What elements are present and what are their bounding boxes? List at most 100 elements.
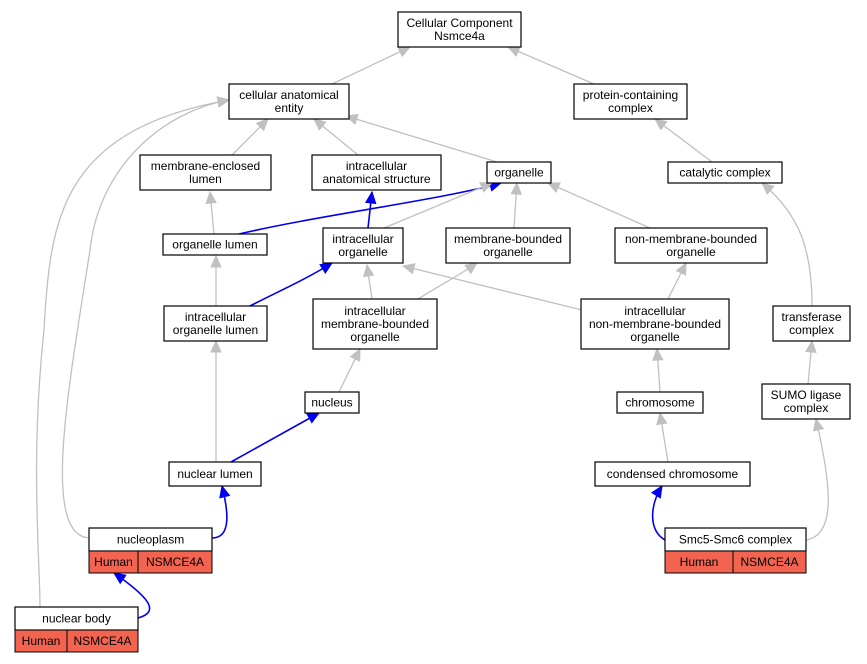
- term-label: organelle: [338, 245, 388, 259]
- edge-arrowhead: [650, 484, 663, 499]
- edge-arrowhead: [349, 347, 361, 362]
- term-label: organelle: [350, 330, 400, 344]
- edge-part-of: [249, 262, 334, 307]
- term-node-catalytic-complex[interactable]: catalytic complex: [667, 161, 783, 184]
- term-box: [580, 298, 730, 350]
- edge-arrowhead: [216, 96, 231, 108]
- term-box: [594, 461, 751, 487]
- edge-arrowhead: [675, 261, 687, 276]
- gene-label: NSMCE4A: [146, 555, 204, 569]
- edge-arrowhead: [656, 411, 668, 426]
- edge-is-a: [205, 190, 217, 235]
- term-box: [168, 461, 262, 487]
- edge-arrowhead: [401, 263, 416, 275]
- edge-arrowhead: [546, 182, 561, 193]
- edge-part-of: [230, 412, 321, 463]
- term-label: cellular anatomical: [239, 88, 338, 102]
- term-node-intracellular-non-membrane-bounded-organelle[interactable]: intracellularnon-membrane-boundedorganel…: [580, 298, 730, 350]
- edge-is-a: [546, 182, 651, 229]
- term-node-chromosome[interactable]: chromosome: [616, 391, 704, 414]
- term-node-organelle-lumen[interactable]: organelle lumen: [162, 233, 268, 256]
- edge-part-of: [211, 484, 231, 539]
- term-label: organelle: [494, 166, 544, 180]
- edge-arrowhead: [479, 182, 494, 193]
- term-box: [486, 161, 552, 184]
- edge-arrowhead: [362, 263, 375, 278]
- edge-line: [402, 265, 583, 311]
- term-label: lumen: [189, 172, 222, 186]
- edge-arrowhead: [113, 572, 127, 585]
- edge-arrowhead: [306, 412, 321, 424]
- edge-is-a: [35, 96, 231, 608]
- term-label: membrane-bounded: [454, 232, 562, 246]
- term-box: [228, 83, 350, 120]
- edge-is-a: [210, 254, 222, 306]
- term-label: nuclear body: [42, 612, 111, 626]
- edge-arrowhead: [812, 417, 825, 432]
- term-box: [163, 305, 268, 342]
- edge-is-a: [805, 339, 817, 385]
- species-label: Human: [94, 555, 133, 569]
- edge-line: [383, 182, 493, 229]
- species-label: Human: [680, 555, 719, 569]
- gene-label: NSMCE4A: [73, 634, 131, 648]
- edge-is-a: [510, 181, 522, 229]
- term-label: Cellular Component: [406, 16, 513, 30]
- edge-arrowhead: [510, 181, 522, 195]
- edge-arrowhead: [761, 182, 775, 195]
- species-label: Human: [22, 634, 61, 648]
- term-node-nucleus[interactable]: nucleus: [304, 391, 360, 414]
- term-label: nucleus: [311, 396, 352, 410]
- edge-is-a: [654, 118, 713, 163]
- term-label: entity: [275, 101, 304, 115]
- edge-line: [331, 46, 411, 85]
- term-box: [139, 154, 272, 191]
- edge-is-a: [656, 411, 669, 463]
- term-box: [614, 227, 768, 264]
- term-label: organelle lumen: [172, 238, 257, 252]
- term-label: membrane-bounded: [321, 317, 429, 331]
- edge-is-a: [338, 347, 361, 393]
- term-label: intracellular: [332, 232, 393, 246]
- term-node-organelle[interactable]: organelle: [486, 161, 552, 184]
- term-node-nuclear-lumen[interactable]: nuclear lumen: [168, 461, 262, 487]
- term-label: nucleoplasm: [117, 533, 184, 547]
- term-label: complex: [789, 323, 834, 337]
- edge-arrowhead: [210, 254, 222, 268]
- term-box: [312, 298, 438, 350]
- gene-cell: [732, 550, 807, 574]
- annotation-row: Human NSMCE4A: [88, 550, 213, 574]
- term-label: Smc5-Smc6 complex: [679, 533, 792, 547]
- edge-part-of: [113, 572, 151, 619]
- edge-is-a: [506, 46, 595, 85]
- term-box: [322, 227, 404, 264]
- term-label: catalytic complex: [679, 166, 770, 180]
- term-node-condensed-chromosome[interactable]: condensed chromosome: [594, 461, 751, 487]
- edge-line: [113, 572, 151, 619]
- edge-is-a: [761, 182, 813, 307]
- edge-arrowhead: [205, 190, 217, 204]
- edge-line: [654, 118, 713, 163]
- term-box: [761, 383, 851, 420]
- term-label: protein-containing: [583, 88, 678, 102]
- edge-arrowhead: [654, 118, 668, 131]
- term-label: intracellular: [346, 159, 407, 173]
- edge-line: [805, 418, 829, 541]
